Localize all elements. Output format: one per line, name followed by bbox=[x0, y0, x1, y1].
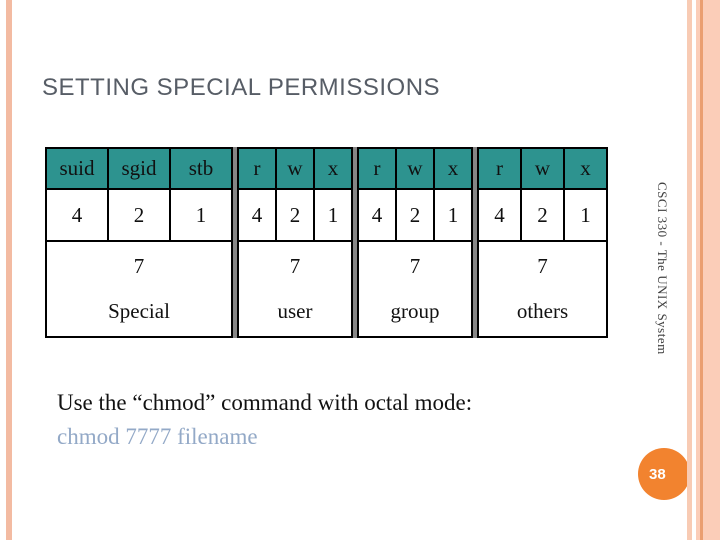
table-value-row: 4 2 1 bbox=[45, 188, 233, 242]
chmod-instruction-text: Use the “chmod” command with octal mode: bbox=[57, 390, 473, 415]
table-header-row: r w x bbox=[357, 147, 473, 190]
right-accent-stripe-wide bbox=[696, 0, 720, 540]
group-total: 7 bbox=[289, 254, 301, 278]
summary-cell: 7 group bbox=[357, 240, 473, 338]
table-summary-row: 7 user bbox=[237, 240, 353, 338]
header-cell: x bbox=[313, 147, 353, 190]
table-group-group: r w x 4 2 1 7 group bbox=[357, 147, 473, 338]
table-group-special: suid sgid stb 4 2 1 7 Special bbox=[45, 147, 233, 338]
table-header-row: suid sgid stb bbox=[45, 147, 233, 190]
group-total: 7 bbox=[409, 254, 421, 278]
value-cell: 1 bbox=[313, 188, 353, 242]
value-cell: 4 bbox=[237, 188, 277, 242]
course-sidebar-text: CSCI 330 - The UNIX System bbox=[655, 182, 670, 355]
body-text: Use the “chmod” command with octal mode:… bbox=[57, 386, 472, 454]
right-accent-stripe-thin bbox=[687, 0, 692, 540]
page-title: SETTING SPECIAL PERMISSIONS bbox=[42, 74, 441, 101]
header-cell: x bbox=[563, 147, 608, 190]
value-cell: 1 bbox=[563, 188, 608, 242]
value-cell: 1 bbox=[169, 188, 233, 242]
summary-cell: 7 others bbox=[477, 240, 608, 338]
header-cell: w bbox=[520, 147, 565, 190]
group-label: user bbox=[277, 299, 313, 323]
value-cell: 2 bbox=[275, 188, 315, 242]
summary-cell: 7 user bbox=[237, 240, 353, 338]
table-summary-row: 7 group bbox=[357, 240, 473, 338]
table-value-row: 4 2 1 bbox=[357, 188, 473, 242]
value-cell: 2 bbox=[520, 188, 565, 242]
value-cell: 2 bbox=[107, 188, 171, 242]
summary-cell: 7 Special bbox=[45, 240, 233, 338]
header-cell: stb bbox=[169, 147, 233, 190]
header-cell: r bbox=[357, 147, 397, 190]
value-cell: 4 bbox=[45, 188, 109, 242]
value-cell: 4 bbox=[357, 188, 397, 242]
group-label: others bbox=[516, 299, 569, 323]
header-cell: w bbox=[395, 147, 435, 190]
table-summary-row: 7 Special bbox=[45, 240, 233, 338]
table-group-user: r w x 4 2 1 7 user bbox=[237, 147, 353, 338]
table-value-row: 4 2 1 bbox=[477, 188, 608, 242]
table-value-row: 4 2 1 bbox=[237, 188, 353, 242]
permissions-table: suid sgid stb 4 2 1 7 Special bbox=[45, 147, 608, 338]
value-cell: 1 bbox=[433, 188, 473, 242]
group-label: group bbox=[390, 299, 440, 323]
value-cell: 2 bbox=[395, 188, 435, 242]
group-total: 7 bbox=[537, 254, 548, 278]
left-accent-stripe bbox=[6, 0, 12, 540]
chmod-command-example: chmod 7777 filename bbox=[57, 424, 258, 449]
group-total: 7 bbox=[133, 254, 145, 278]
value-cell: 4 bbox=[477, 188, 522, 242]
table-group-others: r w x 4 2 1 7 others bbox=[477, 147, 608, 338]
header-cell: w bbox=[275, 147, 315, 190]
right-accent-stripe-dark-line bbox=[700, 0, 703, 540]
header-cell: suid bbox=[45, 147, 109, 190]
header-cell: r bbox=[237, 147, 277, 190]
page-number-badge: 38 bbox=[638, 448, 690, 500]
table-header-row: r w x bbox=[237, 147, 353, 190]
header-cell: sgid bbox=[107, 147, 171, 190]
group-label: Special bbox=[108, 299, 170, 323]
header-cell: x bbox=[433, 147, 473, 190]
table-summary-row: 7 others bbox=[477, 240, 608, 338]
header-cell: r bbox=[477, 147, 522, 190]
table-header-row: r w x bbox=[477, 147, 608, 190]
page-number: 38 bbox=[649, 465, 666, 483]
